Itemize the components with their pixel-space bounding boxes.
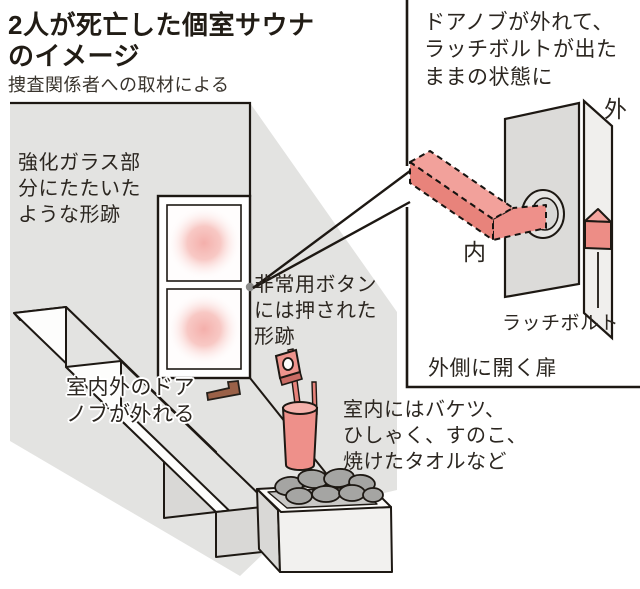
panel-caption: ドアノブが外れて、 ラッチボルトが出た ままの状態に — [424, 11, 618, 89]
label-glass-marks: 強化ガラス部 分にたたいた ような形跡 — [18, 152, 141, 226]
sauna-bench — [13, 306, 272, 558]
page-title-line1: 2人が死亡した個室サウナ — [8, 10, 315, 40]
panel-label-door-note: 外側に開く扉 — [428, 357, 557, 380]
doorknob-closeup — [409, 98, 614, 341]
impact-glow-lower — [167, 292, 241, 366]
sauna-door — [156, 194, 255, 380]
panel-border — [405, 0, 640, 389]
page-title-line2: のイメージ — [8, 41, 140, 71]
latch-bolt — [584, 208, 612, 250]
page-subtitle: 捜査関係者への取材による — [8, 75, 230, 95]
emergency-button — [274, 348, 303, 386]
wall-corner-line — [10, 101, 252, 197]
callout-lines — [252, 170, 411, 290]
label-room-items: 室内にはバケツ、 ひしゃく、すのこ、 焼けたタオルなど — [343, 399, 528, 473]
stove-stones — [274, 468, 384, 505]
panel-label-latch: ラッチボルト — [502, 313, 620, 334]
detached-lever — [409, 150, 547, 241]
label-emergency-button: 非常用ボタン には押された 形跡 — [254, 274, 377, 348]
fallen-handle — [205, 380, 242, 402]
impact-glow-upper — [167, 206, 241, 280]
knob-hole — [245, 282, 255, 292]
panel-label-outside: 外 — [604, 96, 628, 122]
panel-label-inside: 内 — [463, 239, 487, 265]
label-door-knob: 室内外のドア ノブが外れる — [66, 376, 195, 427]
